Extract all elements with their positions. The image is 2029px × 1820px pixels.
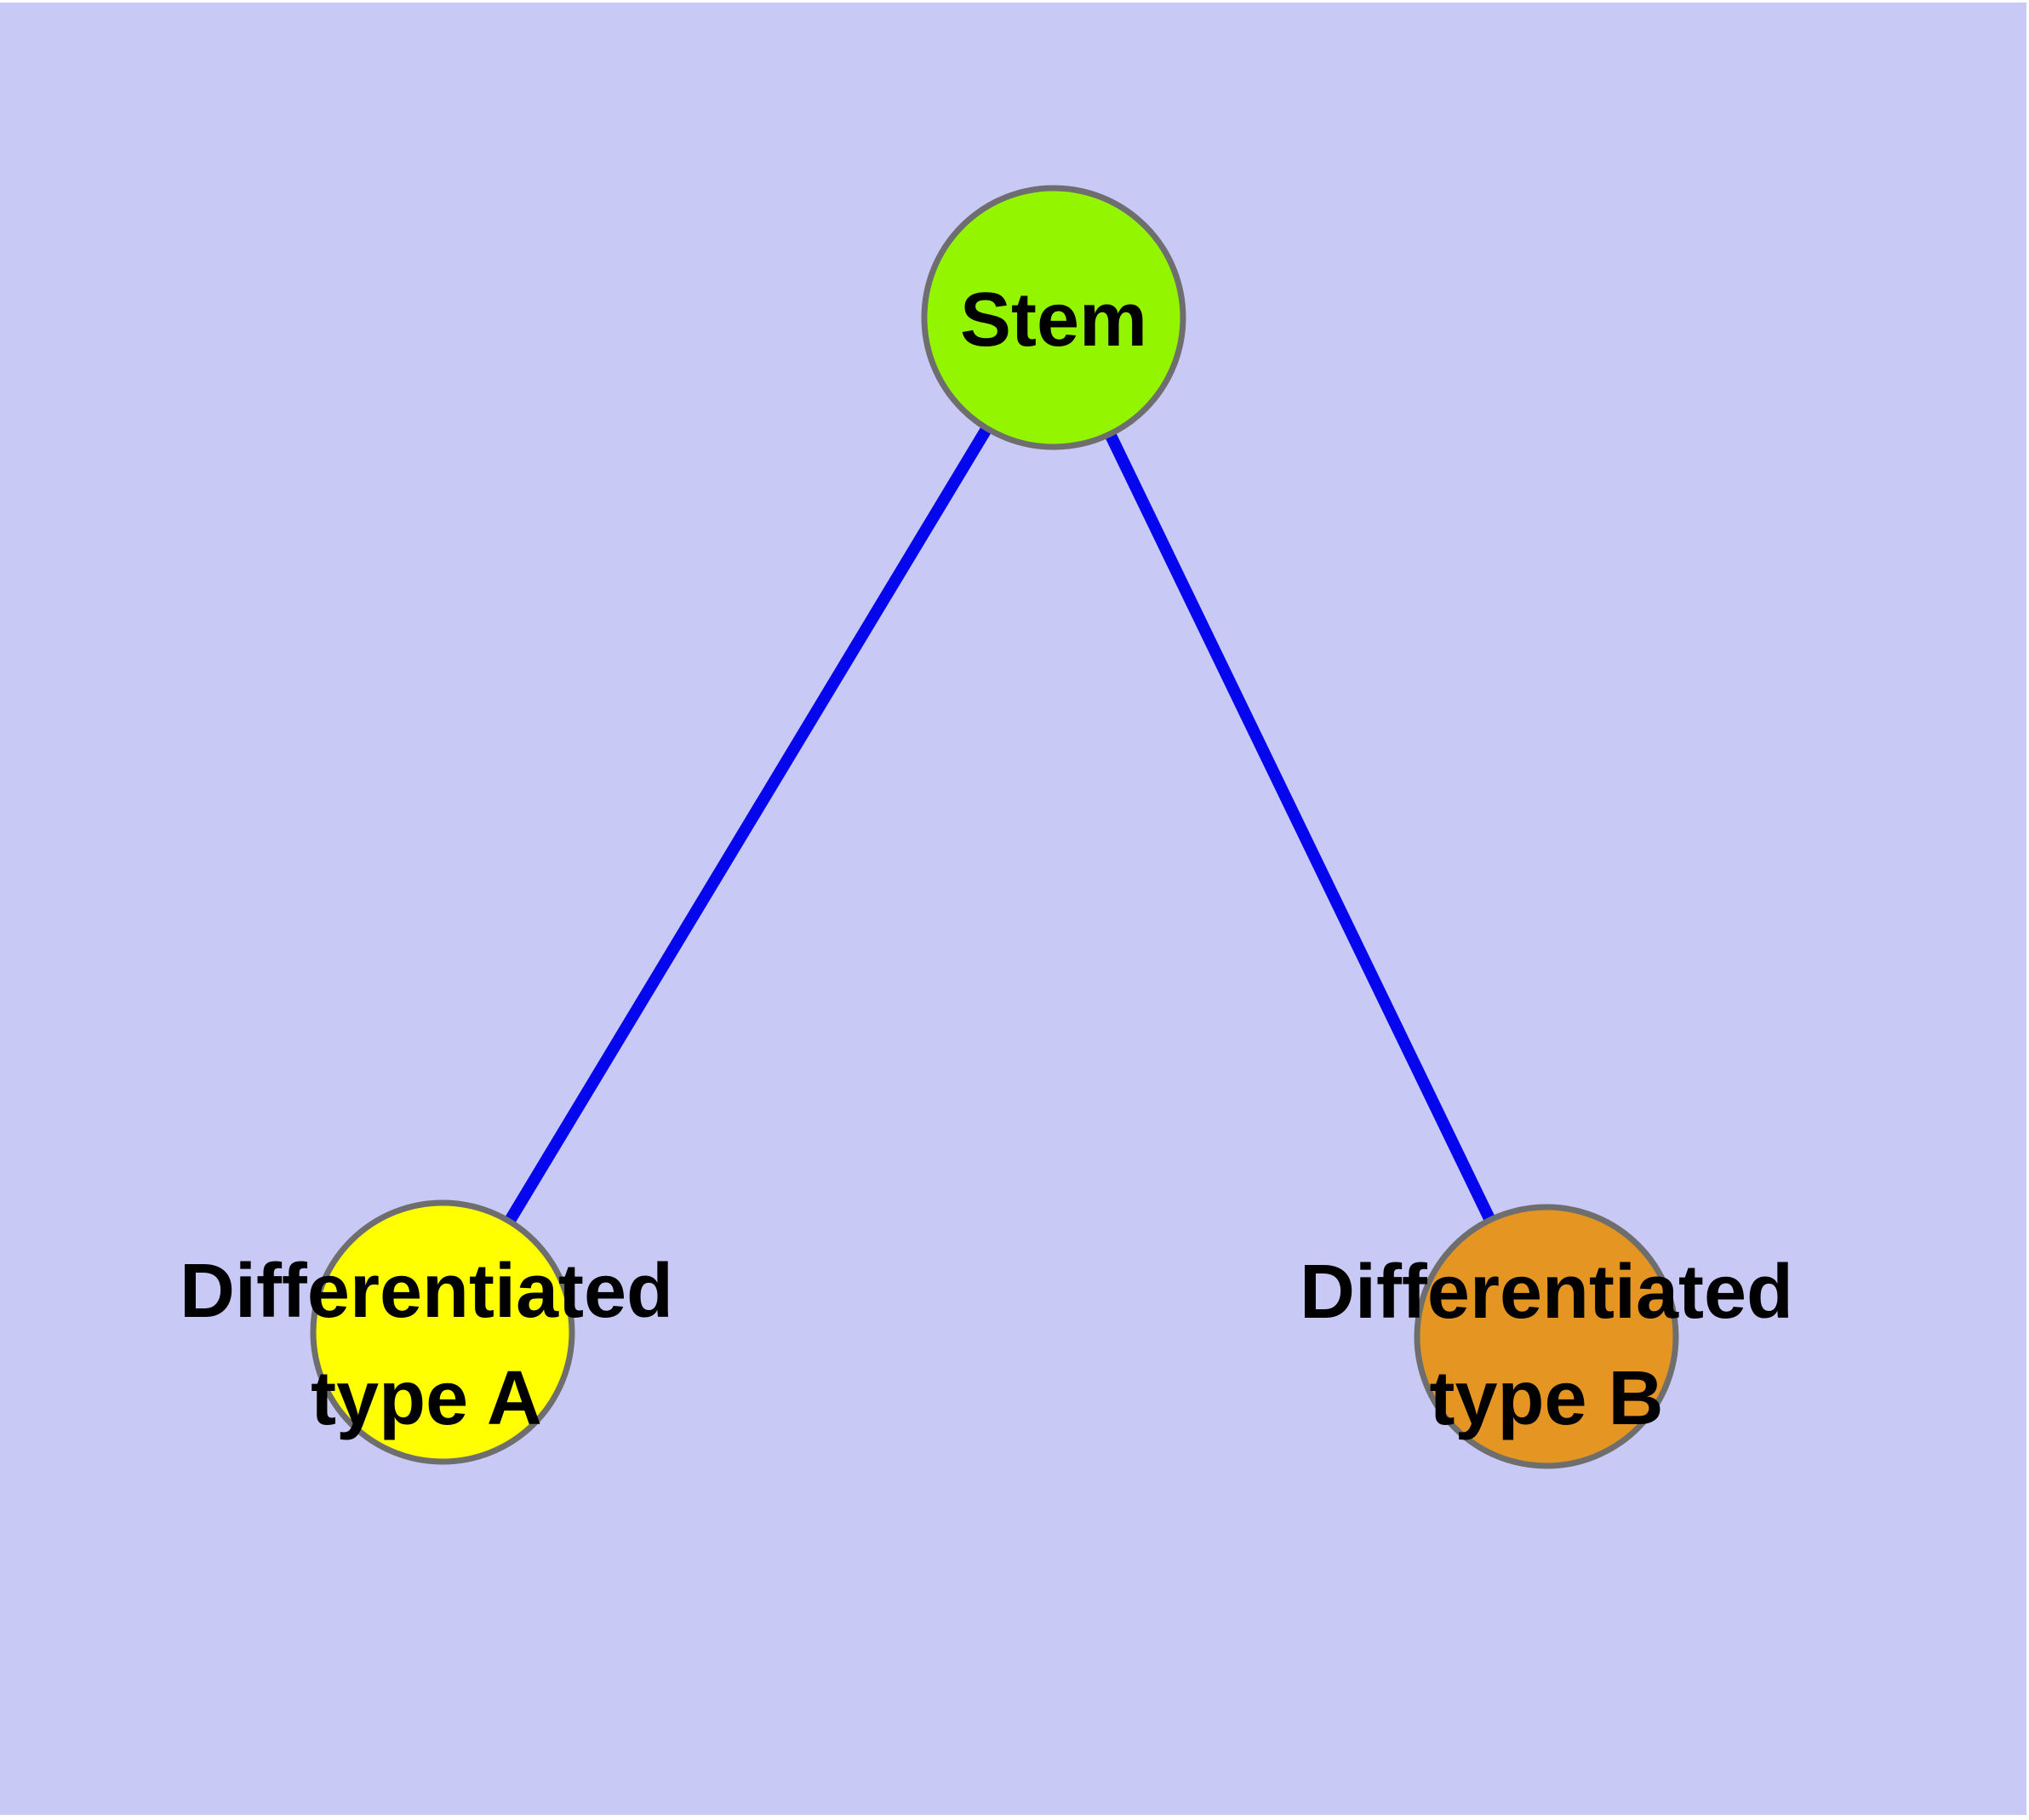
node-differentiated-type-a-circle: [310, 1199, 575, 1465]
node-differentiated-type-a: Differentiated type A: [180, 1199, 673, 1465]
node-differentiated-type-b-label-line2: type B: [1429, 1356, 1663, 1441]
node-stem-label: Stem: [960, 278, 1147, 363]
node-differentiated-type-b: Differentiated type B: [1300, 1204, 1793, 1469]
edges: [437, 314, 1552, 1340]
node-stem-circle: [921, 185, 1186, 450]
edge-stem-to-type-b: [1048, 314, 1552, 1340]
node-stem: Stem: [921, 185, 1186, 450]
node-differentiated-type-b-label-line1: Differentiated: [1300, 1250, 1793, 1335]
node-differentiated-type-a-label-line1: Differentiated: [180, 1249, 673, 1334]
node-differentiated-type-b-circle: [1414, 1204, 1679, 1469]
edge-stem-to-type-a: [437, 314, 1059, 1336]
node-differentiated-type-a-label-line2: type A: [311, 1356, 542, 1441]
